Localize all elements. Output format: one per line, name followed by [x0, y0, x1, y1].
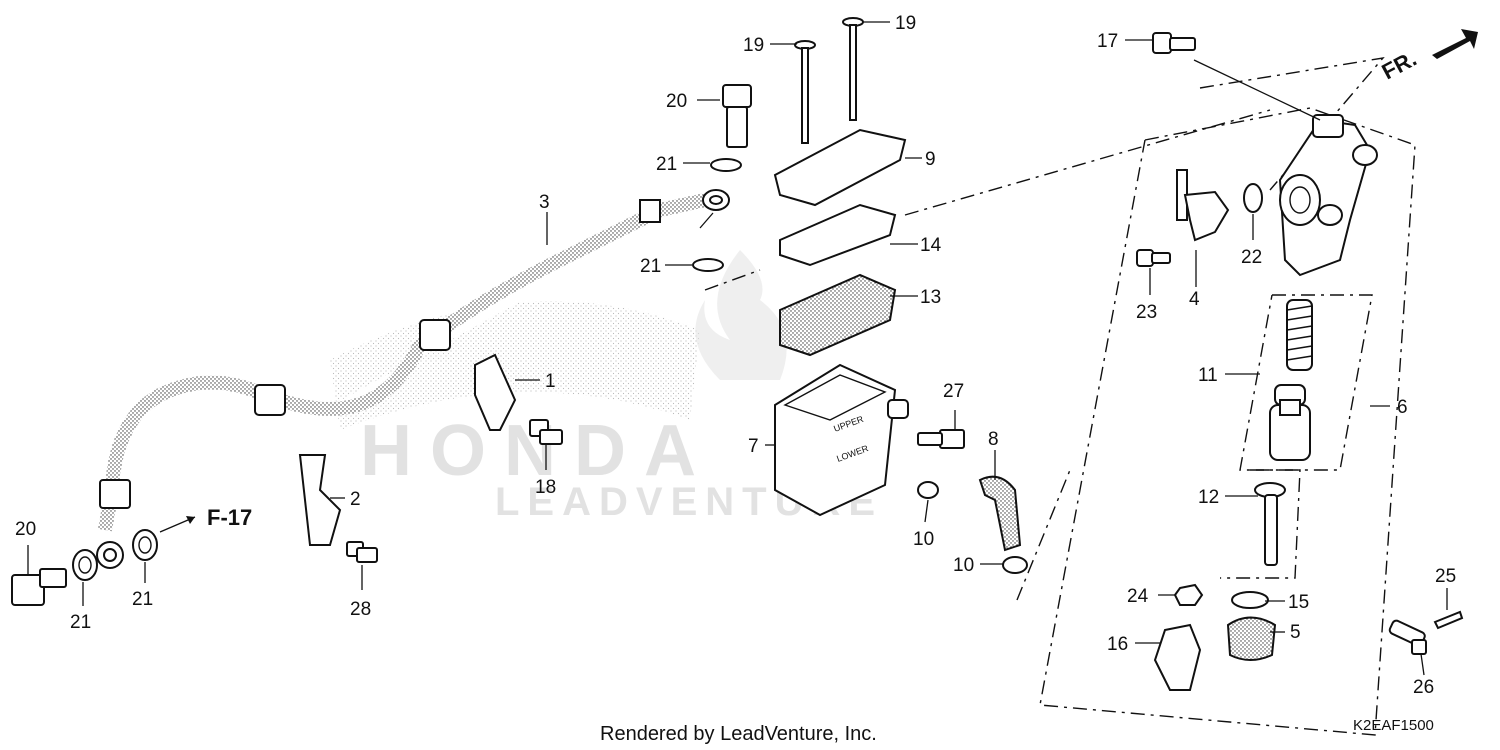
circlip-15	[1231, 591, 1269, 609]
bolt-28	[346, 541, 378, 563]
o-ring-22	[1243, 183, 1263, 213]
callout-17: 17	[1097, 31, 1118, 52]
push-rod-joint-16	[1153, 623, 1202, 691]
bolt-18	[529, 419, 563, 445]
callout-19-right: 19	[895, 13, 916, 34]
banjo-bolt-lower	[11, 568, 67, 606]
callout-21-upper-1: 21	[656, 154, 677, 175]
diagram-code: K2EAF1500	[1353, 717, 1434, 734]
callout-6: 6	[1397, 397, 1408, 418]
cotter-pin-25	[1433, 610, 1464, 630]
callout-14: 14	[920, 235, 942, 256]
diaphragm-plate-14	[779, 203, 897, 267]
callout-numbers: 1 2 3 4 5 6 7 8 9 10 10 11 12 13 14 15 1…	[15, 13, 1456, 698]
leader-lines	[27, 21, 1448, 676]
callout-20-lower: 20	[15, 519, 36, 540]
callout-23: 23	[1136, 302, 1157, 323]
callout-19-left: 19	[743, 35, 764, 56]
reservoir-7: UPPER LOWER	[774, 363, 909, 517]
callout-28: 28	[350, 599, 371, 620]
bolt-27	[917, 429, 965, 449]
callout-3: 3	[539, 192, 550, 213]
callout-7: 7	[748, 436, 759, 457]
assembly-outline-lines	[704, 56, 1416, 736]
screw-19-right	[842, 17, 864, 121]
callout-21-lower-2: 21	[132, 589, 153, 610]
front-arrow-icon	[1432, 29, 1478, 59]
callout-13: 13	[920, 287, 941, 308]
callout-24: 24	[1127, 586, 1149, 607]
callout-12: 12	[1198, 487, 1219, 508]
reservoir-diaphragm-13	[779, 273, 897, 357]
reference-f17-label: F-17	[207, 505, 252, 530]
callout-4: 4	[1189, 289, 1200, 310]
piston-kit	[1269, 384, 1311, 461]
callout-21-upper-2: 21	[640, 256, 661, 277]
bolt-17	[1152, 32, 1196, 54]
callout-16: 16	[1107, 634, 1128, 655]
boot-5	[1226, 616, 1277, 661]
callout-11: 11	[1198, 365, 1218, 386]
callout-10-upper: 10	[913, 529, 934, 550]
reservoir-cap-9	[773, 128, 907, 207]
reference-f17: F-17	[159, 505, 252, 533]
sealing-washer-upper-2	[692, 258, 724, 272]
hose-clamp-10-upper	[917, 481, 939, 499]
callout-21-lower-1: 21	[70, 612, 91, 633]
screw-19-left	[794, 40, 816, 144]
callout-5: 5	[1290, 622, 1301, 643]
callout-22: 22	[1241, 247, 1262, 268]
callout-27: 27	[943, 381, 964, 402]
hose-clamp-1	[474, 353, 517, 431]
callout-2: 2	[350, 489, 361, 510]
reservoir-hose-8	[978, 475, 1022, 552]
joint-pin-26	[1388, 619, 1427, 655]
push-rod-12	[1254, 482, 1286, 566]
screw-23	[1136, 249, 1171, 267]
rendered-by-credit: Rendered by LeadVenture, Inc.	[600, 723, 877, 745]
front-direction-indicator: FR.	[1378, 29, 1478, 84]
callout-20-upper: 20	[666, 91, 687, 112]
front-direction-label: FR.	[1378, 46, 1421, 85]
brake-hose	[96, 189, 730, 569]
callout-9: 9	[925, 149, 936, 170]
nut-24	[1173, 583, 1204, 606]
callout-18: 18	[535, 477, 556, 498]
reservoir-joint-4	[1176, 169, 1230, 242]
spring-11	[1286, 299, 1313, 371]
hose-clip-2	[298, 454, 342, 546]
sealing-washer-upper-1	[710, 158, 742, 172]
callout-1: 1	[545, 371, 556, 392]
banjo-bolt-upper	[722, 84, 752, 148]
master-cylinder-body	[1278, 114, 1378, 277]
callout-8: 8	[988, 429, 999, 450]
watermark-flame-logo	[695, 250, 787, 380]
callout-25: 25	[1435, 566, 1456, 587]
watermark-brand-text: HONDA	[360, 411, 714, 491]
callout-10-lower: 10	[953, 555, 974, 576]
callout-26: 26	[1413, 677, 1434, 698]
callout-15: 15	[1288, 592, 1309, 613]
hose-clamp-10-lower	[1002, 556, 1028, 574]
